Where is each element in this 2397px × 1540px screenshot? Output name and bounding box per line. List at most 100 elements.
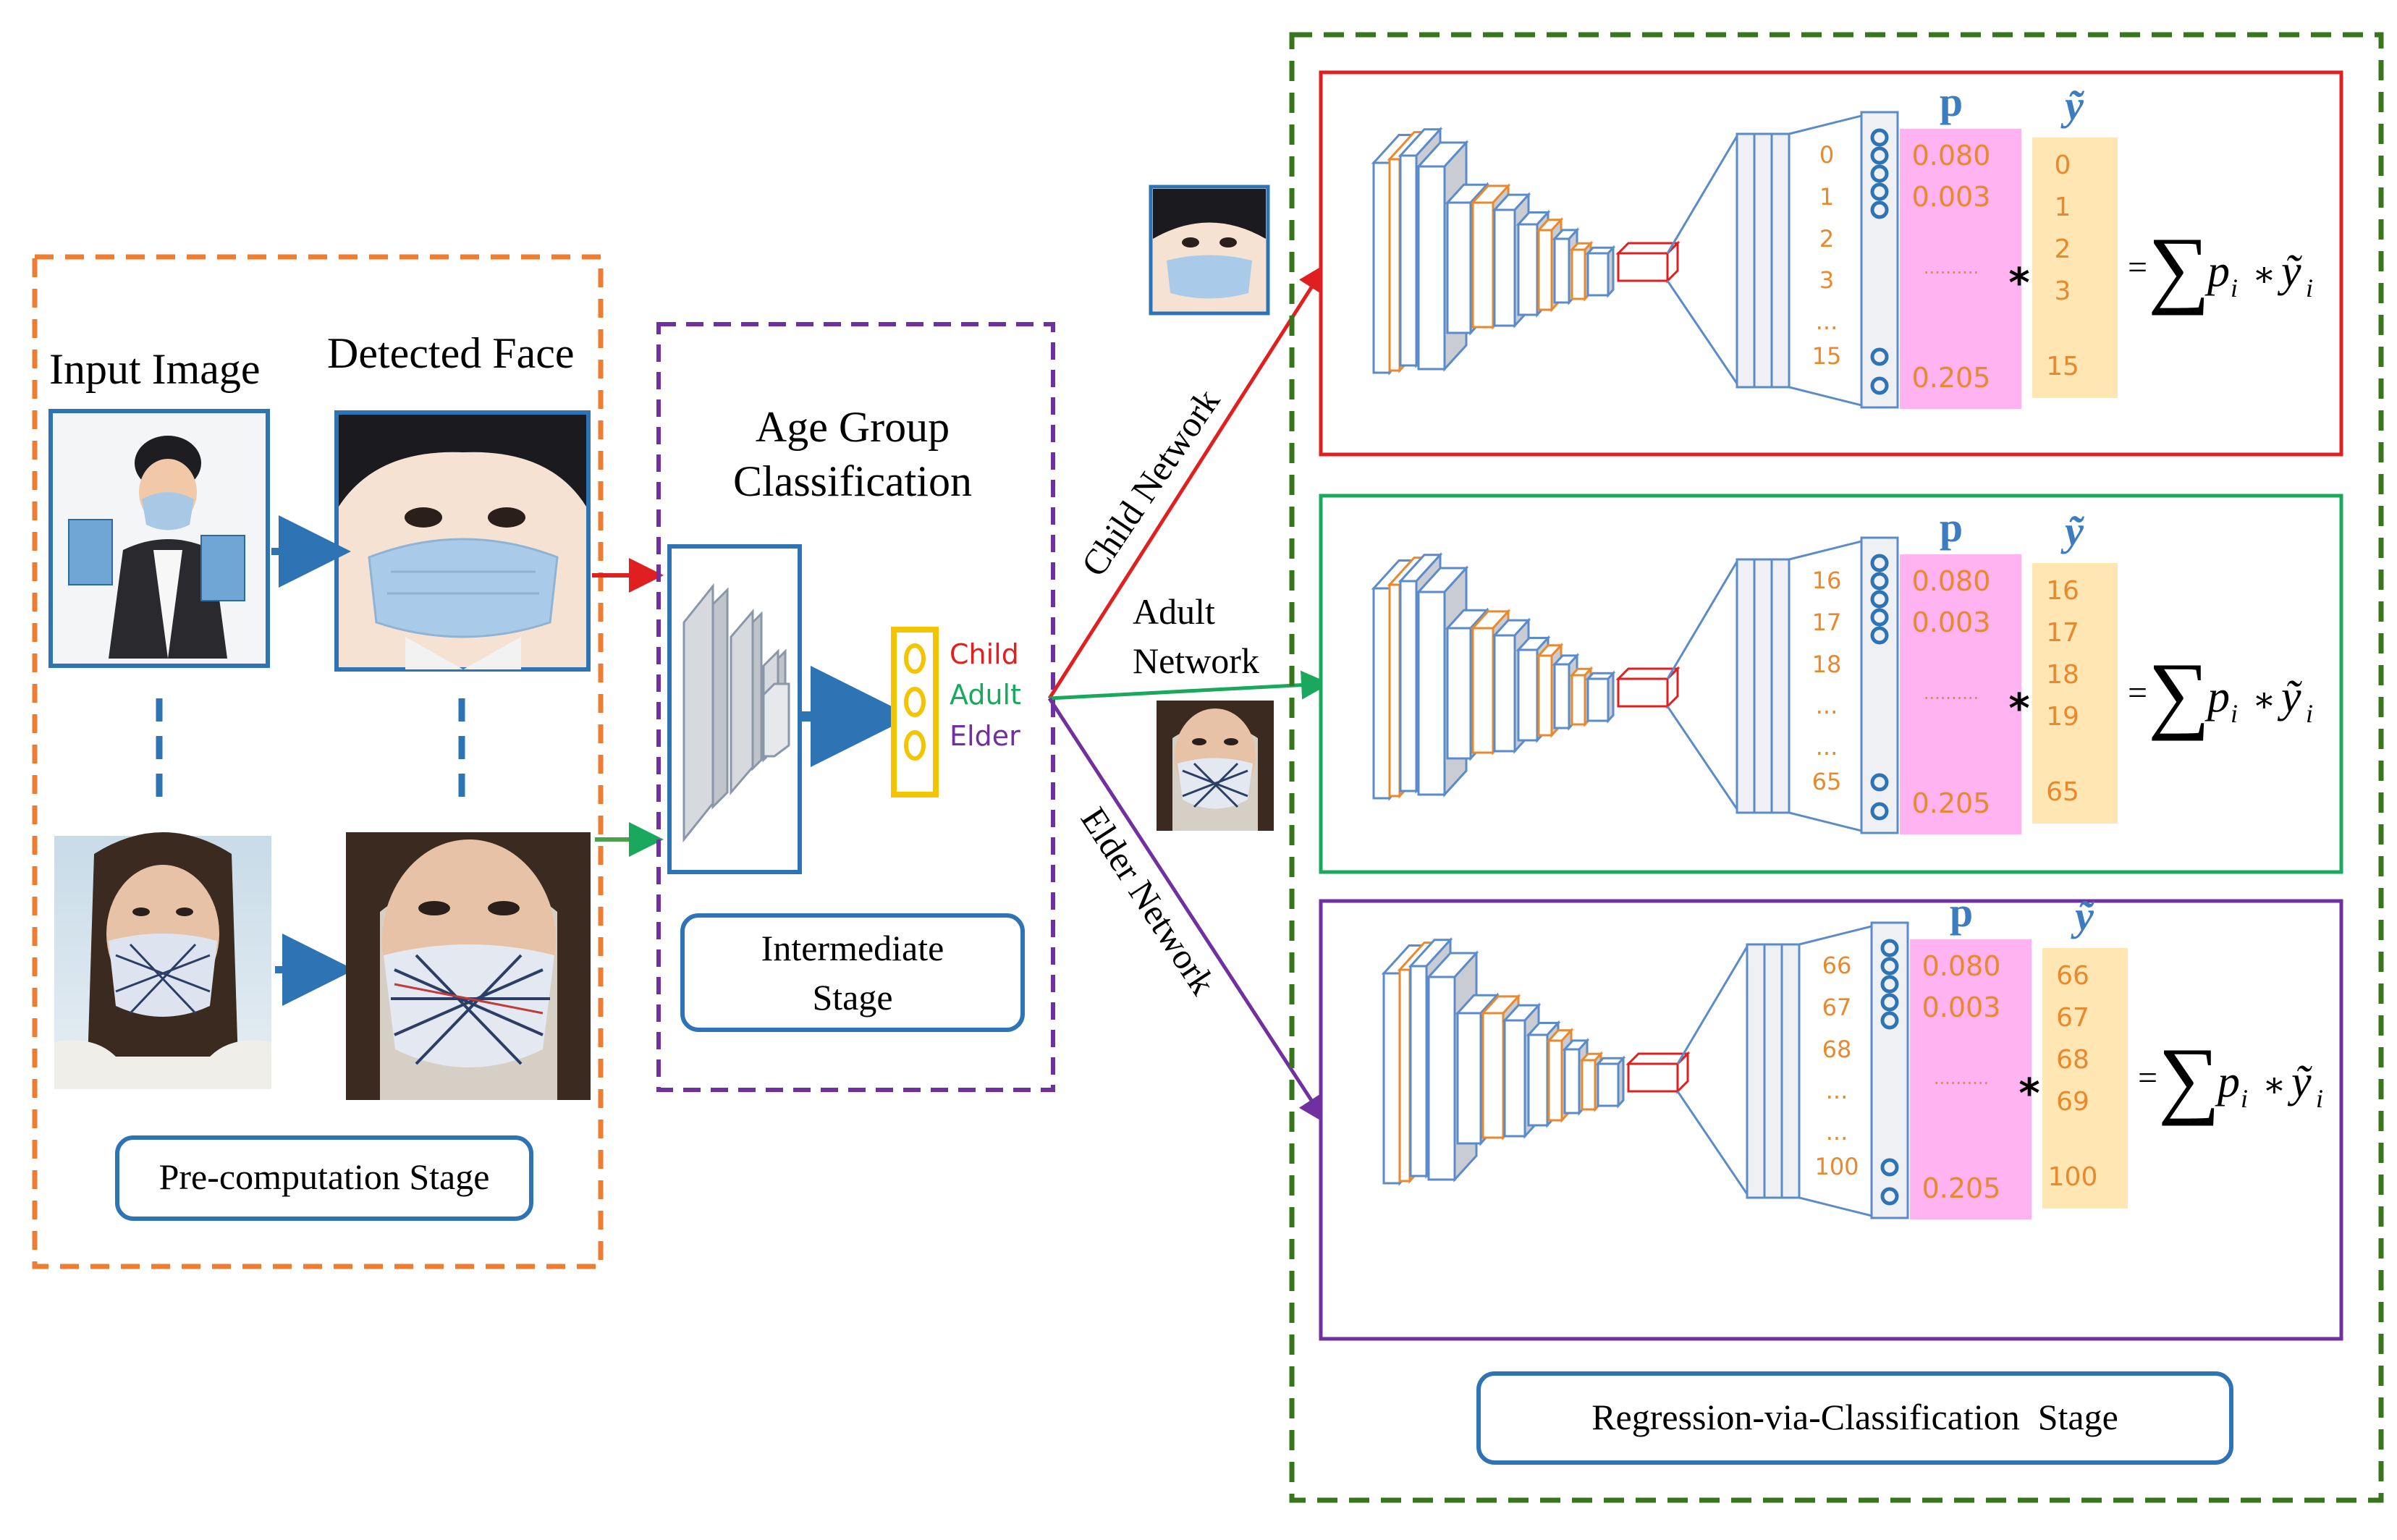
adult-multiply-symbol: * [2008, 685, 2029, 732]
adult-cnn-slab-front [1417, 591, 1446, 796]
adult-photo-icon [54, 832, 271, 1089]
child-age-class: ... [1816, 308, 1838, 335]
adult-probability-column [1900, 554, 2021, 834]
branch-arrows: Child Network Adult Network Elder Networ… [1047, 185, 1330, 1125]
elder-network-arrow [1047, 697, 1327, 1125]
adult-cnn-slab-front [1388, 583, 1401, 798]
softmax-node-elder [904, 730, 926, 761]
adult-label-value: 17 [2046, 618, 2079, 648]
adult-cnn-slab-front [1553, 663, 1570, 729]
adult-output-node [1870, 590, 1889, 609]
softmax-node-adult [904, 687, 926, 717]
adult-probability-value: 0.003 [1912, 606, 1991, 638]
regression-stage: 0123...15p0.0800.003..........0.205*ỹ012… [1289, 32, 2384, 1503]
adult-label-value: 16 [2046, 576, 2079, 606]
elder-formula-y: ỹ [2287, 1057, 2312, 1107]
elder-cnn-slab-front [1547, 1039, 1563, 1122]
child-y-header: ỹ [2060, 82, 2084, 129]
child-cnn-slab-front [1586, 252, 1610, 297]
child-output-node [1870, 182, 1889, 201]
child-face-icon [334, 410, 591, 672]
child-age-class: 2 [1819, 225, 1834, 253]
adult-formula-y: ỹ [2277, 672, 2302, 722]
elder-age-class: 68 [1822, 1036, 1852, 1063]
adult-age-class: 17 [1812, 609, 1842, 636]
child-regression-network: 0123...15p0.0800.003..........0.205*ỹ012… [1371, 78, 2313, 409]
elder-cnn-slab-front [1597, 1062, 1620, 1107]
adult-age-class: 16 [1812, 567, 1842, 594]
child-photo-icon [48, 409, 270, 668]
elder-formula-p-sub: i [2241, 1084, 2248, 1113]
child-cnn-slab-front [1372, 161, 1391, 374]
child-fanout-top [1666, 135, 1738, 254]
adult-y-header: ỹ [2060, 507, 2084, 554]
adult-cnn-slab-front [1493, 634, 1516, 753]
elder-regression-network: 666768......100p0.0800.003..........0.20… [1381, 889, 2323, 1219]
child-output-node [1870, 376, 1889, 395]
age-group-softmax-box [891, 627, 939, 798]
elder-label-value: 69 [2056, 1087, 2089, 1117]
child-cnn-slab-front [1399, 154, 1418, 367]
elder-probability-value: .......... [1934, 1068, 1989, 1088]
child-output-node [1870, 164, 1889, 183]
adult-output-node [1870, 626, 1889, 645]
adult-thumbnail-icon [1157, 701, 1274, 831]
elder-fc-layer [1780, 943, 1801, 1199]
elder-age-class: ... [1826, 1118, 1848, 1146]
child-label-value: 15 [2046, 352, 2079, 381]
child-cnn-slab-front [1417, 165, 1446, 371]
elder-probability-value: 0.003 [1922, 991, 2001, 1023]
elder-cnn-slab-front [1398, 968, 1411, 1182]
adult-probability-value: 0.080 [1912, 565, 1991, 597]
adult-label-column [2032, 563, 2118, 824]
classifier-cnn-layers [682, 583, 790, 843]
age-group-title-line2: Classification [733, 457, 972, 505]
adult-fc-layer [1770, 558, 1791, 814]
child-fc-layer [1770, 132, 1791, 389]
adult-fc-layer [1753, 558, 1773, 814]
elder-cnn-slab-front [1409, 965, 1428, 1177]
elder-age-class: 100 [1814, 1153, 1859, 1180]
child-formula-times: ∗ [2252, 255, 2276, 294]
child-probability-column [1900, 129, 2021, 409]
child-multiply-symbol: * [2008, 260, 2029, 307]
age-group-title-line1: Age Group [756, 403, 950, 451]
adult-output-node [1870, 773, 1889, 792]
elder-p-header: p [1950, 889, 1973, 936]
child-formula-equals: = [2128, 248, 2147, 287]
elder-age-class: ... [1826, 1077, 1848, 1104]
adult-formula-p: p [2204, 672, 2230, 722]
adult-formula-sum: ∑ [2148, 645, 2210, 741]
adult-network-label-line2: Network [1133, 640, 1259, 681]
adult-cnn-slab-front [1471, 627, 1495, 754]
adult-fanout-bottom [1666, 706, 1738, 810]
adult-output-node [1870, 572, 1889, 591]
adult-cnn-slab-front [1517, 648, 1539, 742]
elder-formula-times: ∗ [2262, 1066, 2286, 1104]
child-fc-layer [1736, 132, 1756, 389]
precomputation-stage: Input Image Detected Face [32, 254, 664, 1269]
elder-cnn-slab-front [1527, 1033, 1549, 1127]
adult-formula-y-sub: i [2306, 699, 2313, 728]
adult-regression-network: 161718......65p0.0800.003..........0.205… [1371, 504, 2313, 834]
adult-p-header: p [1940, 504, 1963, 551]
elder-cnn-slab-front [1481, 1012, 1505, 1139]
class-label-child: Child [950, 638, 1019, 670]
child-cnn-slab-front [1493, 208, 1516, 327]
adult-network-arrow [1049, 670, 1330, 701]
child-cnn-slab-front [1570, 248, 1586, 300]
elder-cnn-slab-front [1563, 1048, 1581, 1114]
regression-border [1289, 32, 2384, 1503]
elder-formula-y-sub: i [2316, 1084, 2323, 1113]
adult-fanout-top [1666, 561, 1738, 680]
adult-network-label-line1: Adult [1133, 591, 1215, 632]
child-network-label: Child Network [1073, 381, 1227, 583]
regression-stage-label: Regression-via-Classification Stage [1591, 1397, 2118, 1437]
elder-fc-layer [1746, 943, 1766, 1199]
elder-cnn-slab-front [1456, 1012, 1482, 1145]
child-label-value: 0 [2055, 151, 2071, 180]
child-age-class: 3 [1819, 266, 1834, 294]
child-age-class: 1 [1819, 183, 1834, 211]
intermediate-stage-label-line1: Intermediate [761, 928, 944, 968]
